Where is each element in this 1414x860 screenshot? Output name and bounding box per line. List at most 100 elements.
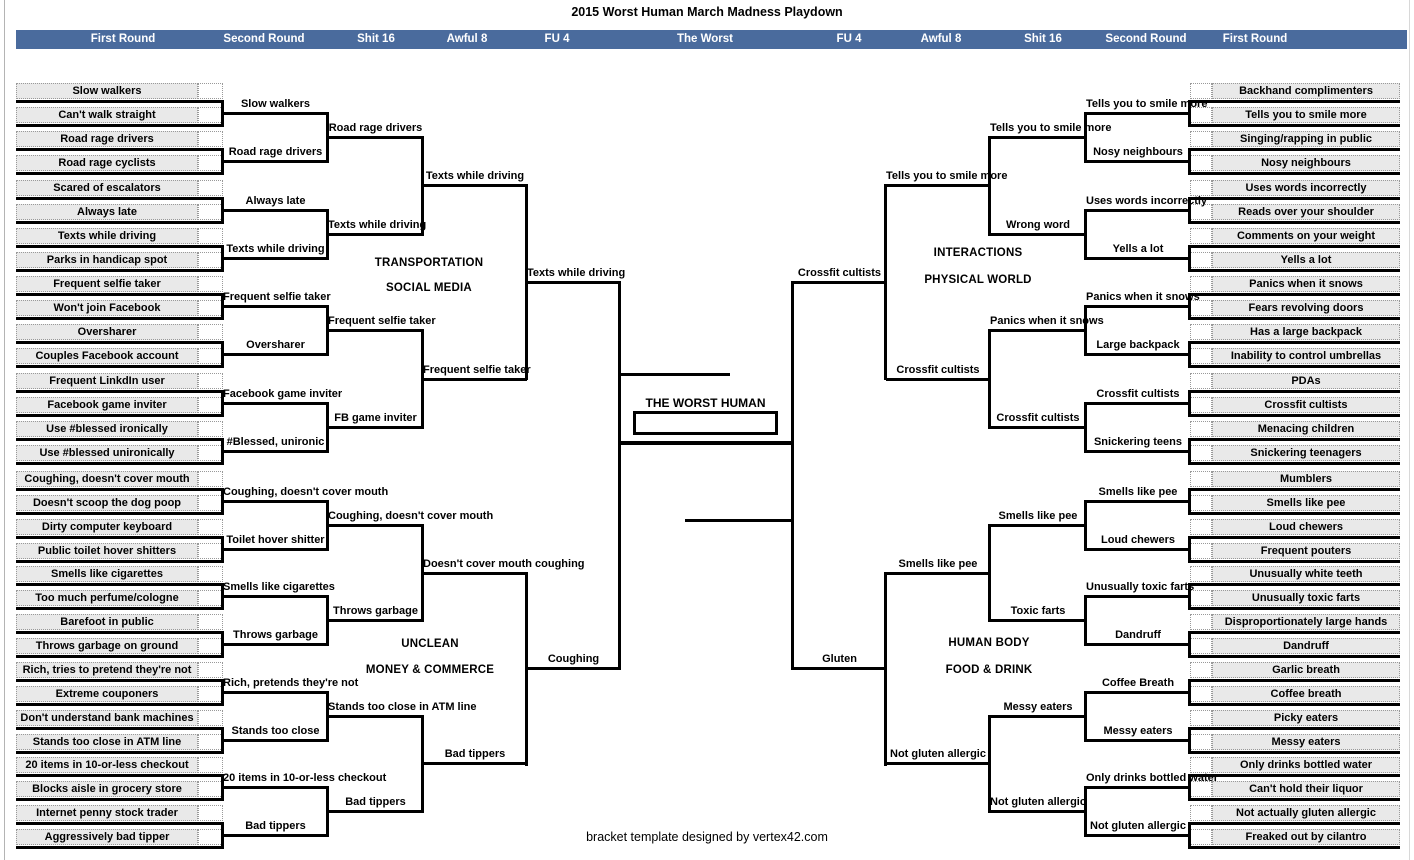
entry-cell: Use #blessed unironically xyxy=(16,445,198,461)
bracket-line xyxy=(1086,691,1190,694)
bracket-line xyxy=(16,631,223,634)
bracket-line xyxy=(223,691,328,694)
bracket-line xyxy=(328,136,423,139)
page-title: 2015 Worst Human March Madness Playdown xyxy=(571,5,843,19)
entry-cell: Can't walk straight xyxy=(16,107,198,123)
entry-gap-cell xyxy=(198,300,223,316)
bracket-line xyxy=(1190,607,1400,610)
entry-cell: Has a large backpack xyxy=(1212,324,1400,340)
entry-cell: Facebook game inviter xyxy=(16,397,198,413)
round-winner-label: Doesn't cover mouth coughing xyxy=(423,558,585,570)
bracket-line xyxy=(1190,822,1400,825)
bracket-line xyxy=(525,184,528,380)
round-winner-label: Crossfit cultists xyxy=(797,267,882,279)
bracket-line xyxy=(1190,438,1400,441)
entry-cell: 20 items in 10-or-less checkout xyxy=(16,757,198,773)
entry-cell: Coffee breath xyxy=(1212,686,1400,702)
entry-cell: Barefoot in public xyxy=(16,614,198,630)
entry-cell: Rich, tries to pretend they're not xyxy=(16,662,198,678)
entry-cell: Crossfit cultists xyxy=(1212,397,1400,413)
champion-box xyxy=(633,411,778,435)
round-winner-label: Tells you to smile more xyxy=(1086,98,1208,110)
page-border-left xyxy=(4,0,5,860)
entry-cell: Blocks aisle in grocery store xyxy=(16,781,198,797)
round-winner-label: Coffee Breath xyxy=(1101,677,1175,689)
entry-cell: Don't understand bank machines xyxy=(16,710,198,726)
entry-gap-cell xyxy=(1190,397,1212,413)
bracket-line xyxy=(1086,643,1190,646)
round-winner-label: Stands too close in ATM line xyxy=(328,701,477,713)
bracket-line xyxy=(221,774,224,801)
entry-gap-cell xyxy=(198,276,223,292)
round-header: Shit 16 xyxy=(357,33,395,45)
bracket-line xyxy=(223,834,328,837)
entry-cell: PDAs xyxy=(1212,373,1400,389)
bracket-line xyxy=(618,281,621,670)
entry-gap-cell xyxy=(198,204,223,220)
entry-cell: Menacing children xyxy=(1212,421,1400,437)
round-winner-label: Large backpack xyxy=(1096,339,1180,351)
bracket-line xyxy=(16,488,223,491)
round-winner-label: Throws garbage xyxy=(233,629,318,641)
bracket-line xyxy=(421,136,424,236)
championship-line xyxy=(620,441,793,445)
round-winner-label: Messy eaters xyxy=(1003,701,1073,713)
bracket-line xyxy=(886,184,990,187)
bracket-line xyxy=(990,233,1086,236)
region-label: MONEY & COMMERCE xyxy=(365,664,495,676)
bracket-line xyxy=(423,572,527,575)
entry-gap-cell xyxy=(198,734,223,750)
bracket-line xyxy=(1086,402,1190,405)
bracket-line xyxy=(223,353,328,356)
entry-gap-cell xyxy=(1190,445,1212,461)
entry-cell: Picky eaters xyxy=(1212,710,1400,726)
entry-gap-cell xyxy=(198,805,223,821)
round-winner-label: Panics when it snows xyxy=(1086,291,1200,303)
entry-gap-cell xyxy=(1190,324,1212,340)
bracket-line xyxy=(16,798,223,801)
bracket-line xyxy=(16,390,223,393)
bracket-line xyxy=(328,619,423,622)
bracket-line xyxy=(16,774,223,777)
entry-cell: Messy eaters xyxy=(1212,734,1400,750)
bracket-line xyxy=(223,500,328,503)
entry-gap-cell xyxy=(1190,710,1212,726)
region-label: INTERACTIONS xyxy=(933,247,1023,259)
bracket-line xyxy=(1190,124,1400,127)
bracket-line xyxy=(328,810,423,813)
round-winner-label: Bad tippers xyxy=(245,820,306,832)
entry-gap-cell xyxy=(198,590,223,606)
entry-gap-cell xyxy=(1190,495,1212,511)
round-winner-label: Smells like pee xyxy=(898,558,978,570)
entry-cell: Loud chewers xyxy=(1212,519,1400,535)
bracket-line xyxy=(221,245,224,272)
bracket-line xyxy=(16,607,223,610)
bracket-line xyxy=(221,148,224,175)
bracket-line xyxy=(421,524,424,622)
bracket-line xyxy=(1190,317,1400,320)
entry-cell: Unusually toxic farts xyxy=(1212,590,1400,606)
entry-gap-cell xyxy=(198,757,223,773)
round-winner-label: Frequent selfie taker xyxy=(223,291,331,303)
region-label: SOCIAL MEDIA xyxy=(386,282,472,294)
page-border-right xyxy=(1409,0,1410,860)
round-winner-label: Not gluten allergic xyxy=(990,796,1086,808)
entry-gap-cell xyxy=(198,543,223,559)
entry-cell: Panics when it snows xyxy=(1212,276,1400,292)
bracket-line xyxy=(421,715,424,813)
entry-gap-cell xyxy=(198,155,223,171)
entry-cell: Reads over your shoulder xyxy=(1212,204,1400,220)
entry-gap-cell xyxy=(198,373,223,389)
bracket-line xyxy=(223,402,328,405)
bracket-line xyxy=(1086,548,1190,551)
bracket-line xyxy=(791,281,794,670)
round-winner-label: Only drinks bottled water xyxy=(1086,772,1219,784)
bracket-line xyxy=(793,667,886,670)
round-header: Awful 8 xyxy=(446,33,488,45)
entry-gap-cell xyxy=(1190,131,1212,147)
bracket-line xyxy=(326,209,329,260)
bracket-line xyxy=(326,402,329,453)
round-winner-label: Wrong word xyxy=(1006,219,1070,231)
finalist-line xyxy=(685,519,793,522)
entry-gap-cell xyxy=(198,83,223,99)
